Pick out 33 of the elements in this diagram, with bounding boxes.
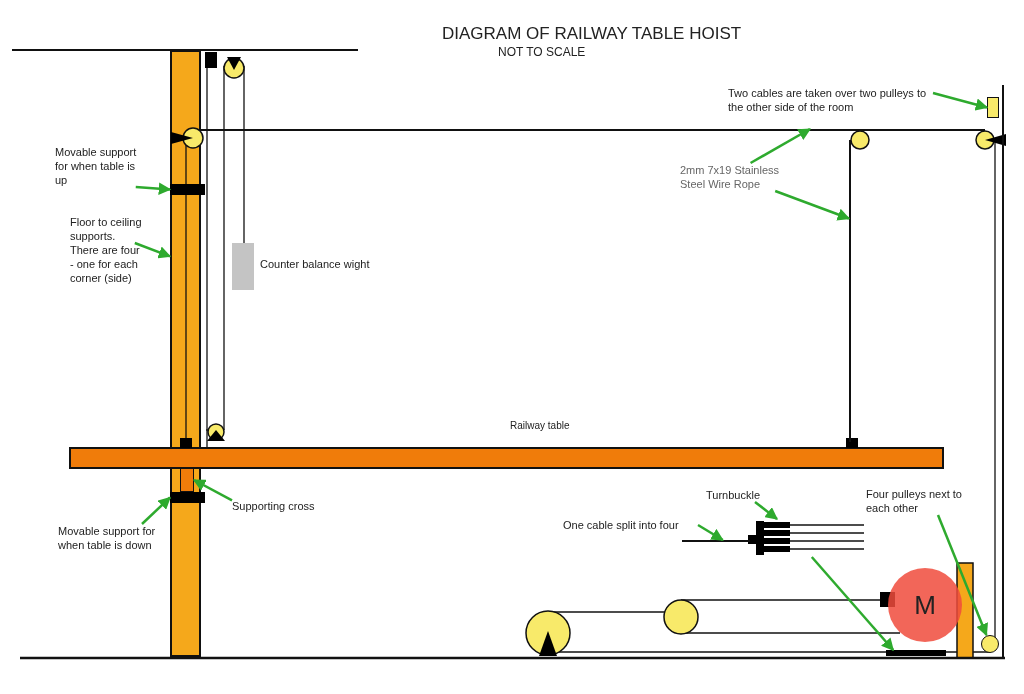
turnbuckle-drawing [748, 519, 864, 557]
note-text: Movable support for when table is down [58, 524, 170, 552]
arrow [135, 182, 172, 195]
turnbuckle-bar [886, 650, 946, 656]
arrow [810, 556, 895, 651]
note-text: Floor to ceiling supports. There are four - one for each corner (side) [70, 215, 142, 285]
wire-rope [849, 140, 851, 442]
note-text: One cable split into four [563, 518, 698, 532]
note-text: Four pulleys next to each other [866, 487, 986, 515]
note-text: Movable support for when table is up [55, 145, 150, 187]
motor-symbol: M [888, 568, 962, 642]
note-text: 2mm 7x19 Stainless Steel Wire Rope [680, 163, 792, 191]
arrow [749, 127, 812, 165]
support-block [170, 492, 205, 503]
note-text: Turnbuckle [706, 488, 776, 502]
pulley-block [987, 97, 999, 118]
arrow [774, 189, 851, 221]
arrow [192, 478, 233, 502]
support-block [170, 184, 205, 195]
arrow [697, 523, 724, 542]
subtitle: NOT TO SCALE [498, 45, 586, 59]
arrow [134, 241, 172, 259]
weight-label: Counter balance wight [260, 258, 370, 270]
title: DIAGRAM OF RAILWAY TABLE HOIST [442, 24, 742, 44]
note-text: Supporting cross [232, 499, 342, 513]
table-label: Railway table [510, 420, 570, 431]
note-text: Two cables are taken over two pulleys to the other side of the room [728, 86, 933, 114]
arrow [936, 514, 988, 637]
wire-rope [200, 129, 985, 131]
pulley [981, 635, 999, 653]
arrow [141, 496, 171, 525]
arrow [932, 91, 989, 111]
arrow [754, 501, 778, 520]
